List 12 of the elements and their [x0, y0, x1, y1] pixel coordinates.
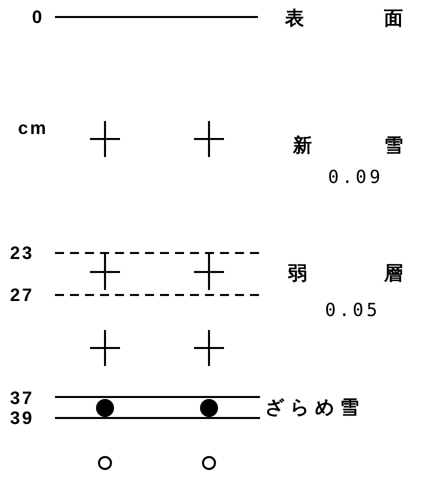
depth-label: 39	[10, 409, 34, 427]
layer-name: 表面	[285, 10, 403, 28]
depth-label: 37	[10, 389, 34, 407]
unit-label: cm	[18, 119, 48, 137]
layer-name: ざらめ雪	[265, 398, 365, 418]
depth-label: 27	[10, 286, 34, 304]
depth-label: 23	[10, 244, 34, 262]
layer-name: 弱層	[288, 264, 403, 284]
depth-label: 0	[32, 8, 44, 26]
layer-name: 新雪	[293, 136, 403, 156]
density-value: 0.05	[325, 302, 380, 320]
density-value: 0.09	[328, 169, 384, 187]
